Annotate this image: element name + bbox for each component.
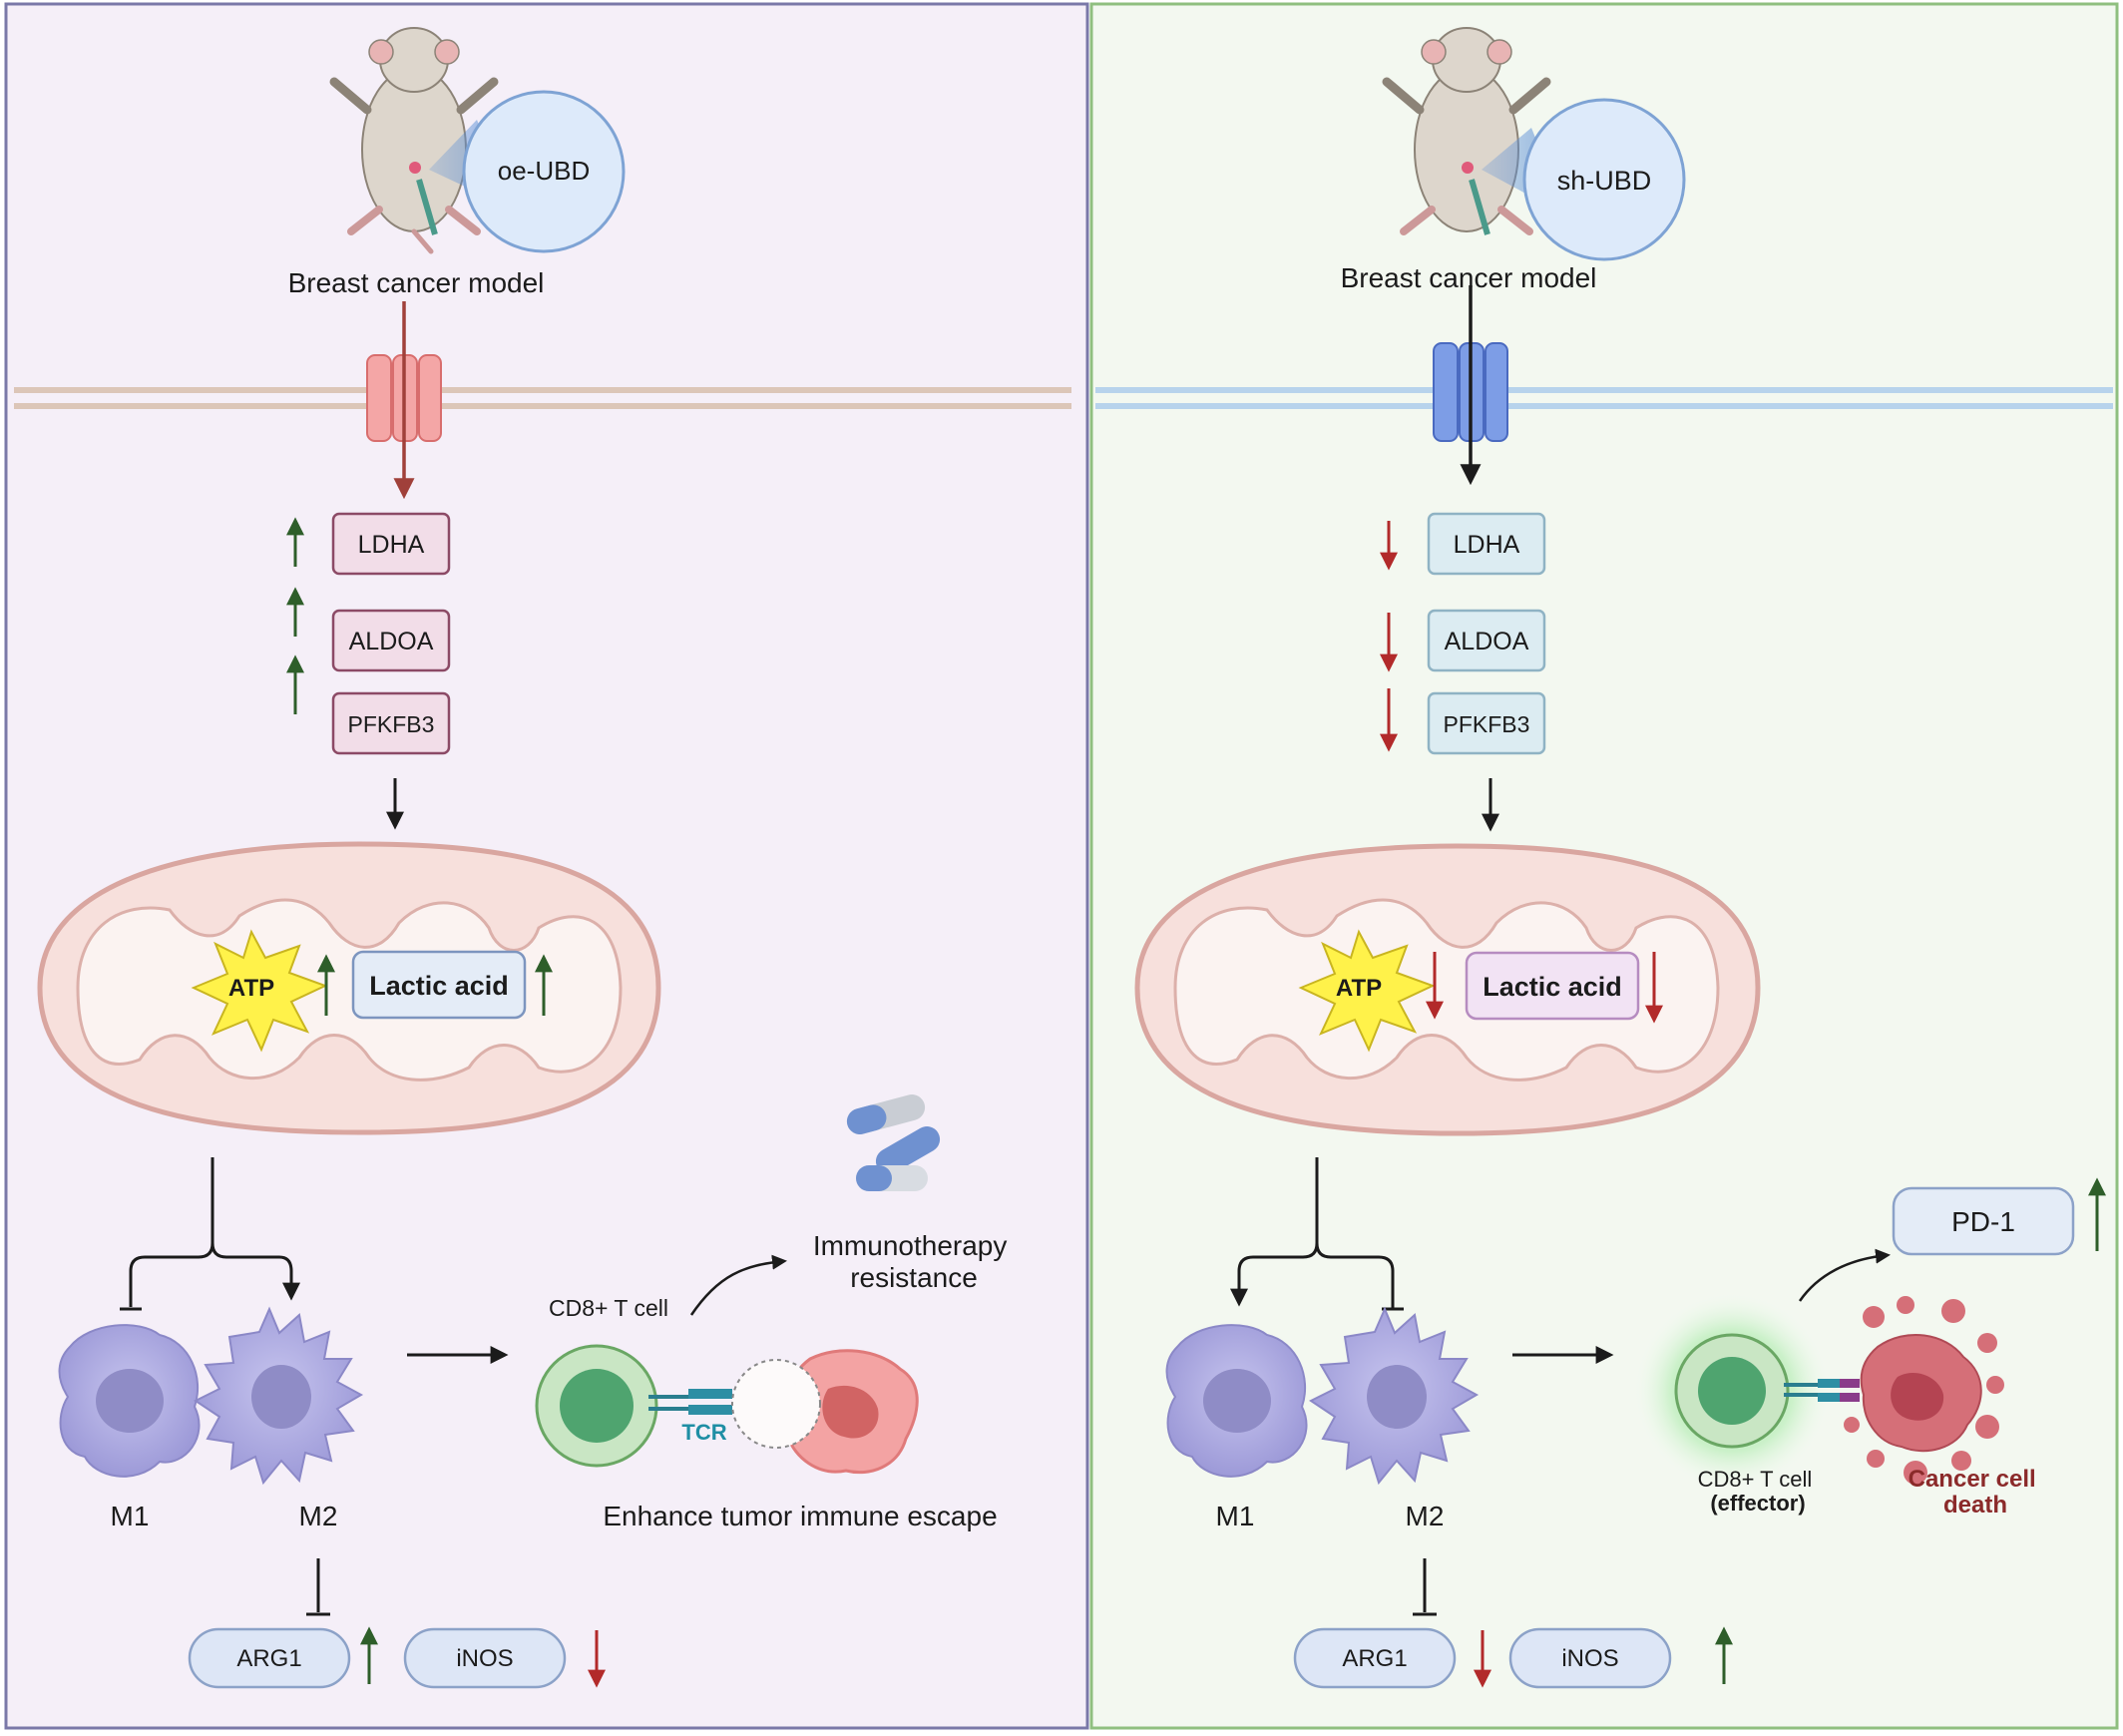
right-inos-label: iNOS: [1561, 1645, 1618, 1672]
right-m2-inhibit-connector: [1413, 1558, 1437, 1616]
left-atp-burst: [191, 929, 328, 1053]
left-resistance-arrow: [689, 1254, 787, 1316]
left-marker-arg1: ARG1: [188, 1627, 351, 1689]
left-m2-label: M2: [299, 1501, 338, 1531]
right-m1-label: M1: [1216, 1501, 1255, 1531]
right-m2-label: M2: [1406, 1501, 1445, 1531]
left-m2-inhibit-connector: [306, 1558, 330, 1616]
left-mouse-illustration: [329, 27, 499, 254]
right-gene-label-pfkfb3: PFKFB3: [1444, 711, 1530, 737]
right-macrophage-m2: [1309, 1306, 1480, 1486]
left-escape-label: Enhance tumor immune escape: [603, 1501, 997, 1531]
right-gene-box-aldoa: ALDOA: [1427, 609, 1546, 672]
left-lactic-label: Lactic acid: [369, 971, 509, 1001]
right-arg1-label: ARG1: [1342, 1645, 1407, 1672]
left-lactic-box: Lactic acid: [351, 950, 527, 1020]
left-mitochondrion: [37, 841, 661, 1135]
left-macrophage-m2: [194, 1306, 364, 1486]
right-gene-label-aldoa: ALDOA: [1445, 628, 1529, 655]
left-inos-label: iNOS: [456, 1645, 513, 1672]
left-outcome-line-1: Immunotherapy: [813, 1230, 1008, 1261]
left-injection-bubble: [429, 90, 626, 253]
right-tcell-label: CD8+ T cell (effector): [1698, 1467, 1819, 1516]
right-pd1-box: PD-1: [1892, 1186, 2075, 1256]
left-gene-label-pfkfb3: PFKFB3: [348, 711, 435, 737]
left-tcell-label: CD8+ T cell: [549, 1295, 668, 1321]
right-lactic-box: Lactic acid: [1465, 951, 1640, 1021]
right-mitochondrion: [1134, 843, 1761, 1136]
right-injection-label: sh-UBD: [1557, 166, 1652, 196]
right-marker-arg1: ARG1: [1293, 1627, 1457, 1689]
left-branch-connector: [120, 1157, 300, 1311]
left-gene-box-pfkfb3: PFKFB3: [331, 691, 451, 755]
left-outcome-label: Immunotherapy resistance: [813, 1230, 1015, 1293]
right-atp-label: ATP: [1336, 975, 1382, 1002]
left-cd8-tcell: [535, 1344, 658, 1468]
right-dying-cancer-cell: [1844, 1296, 2004, 1485]
left-atp-label: ATP: [228, 975, 274, 1002]
right-pd1-arrow: [1798, 1248, 1891, 1302]
right-death-line-1: Cancer cell: [1909, 1466, 2036, 1493]
left-outcome-line-2: resistance: [850, 1262, 978, 1293]
right-injection-bubble: [1482, 98, 1686, 261]
left-gene-box-aldoa: ALDOA: [331, 609, 451, 672]
left-macrophage-m1: [58, 1324, 201, 1478]
left-injection-label: oe-UBD: [498, 156, 590, 186]
left-membrane: [14, 387, 1071, 409]
pill-capsules-icon: [846, 1094, 941, 1191]
left-tumor-cell: [731, 1349, 919, 1475]
right-death-line-2: death: [1943, 1492, 2007, 1519]
right-tcell-line-1: CD8+ T cell: [1698, 1467, 1813, 1492]
right-lactic-label: Lactic acid: [1483, 972, 1622, 1002]
right-membrane: [1095, 387, 2113, 409]
right-mouse-illustration: [1382, 27, 1551, 235]
left-marker-inos: iNOS: [403, 1627, 567, 1689]
left-tcr-label: TCR: [681, 1420, 726, 1445]
right-cd8-effector-tcell: [1674, 1333, 1790, 1449]
left-tcr-receptor: [648, 1389, 732, 1415]
right-macrophage-m1: [1165, 1324, 1308, 1478]
right-marker-inos: iNOS: [1508, 1627, 1672, 1689]
right-gene-label-ldha: LDHA: [1454, 531, 1520, 559]
left-m1-label: M1: [111, 1501, 150, 1531]
right-atp-burst: [1298, 929, 1436, 1053]
right-gene-box-ldha: LDHA: [1427, 512, 1546, 576]
right-model-label: Breast cancer model: [1341, 262, 1597, 293]
right-death-label: Cancer cell death: [1909, 1466, 2043, 1519]
left-gene-box-ldha: LDHA: [331, 512, 451, 576]
right-channel-icon: [1433, 342, 1508, 442]
right-tcell-line-2: (effector): [1710, 1491, 1805, 1516]
left-gene-label-aldoa: ALDOA: [349, 628, 434, 655]
right-pd1-label: PD-1: [1951, 1206, 2015, 1237]
right-gene-box-pfkfb3: PFKFB3: [1427, 691, 1546, 755]
left-model-label: Breast cancer model: [288, 267, 545, 298]
left-gene-label-ldha: LDHA: [358, 531, 425, 559]
right-tcr-pd1-binding: [1784, 1379, 1860, 1402]
left-arg1-label: ARG1: [236, 1645, 301, 1672]
